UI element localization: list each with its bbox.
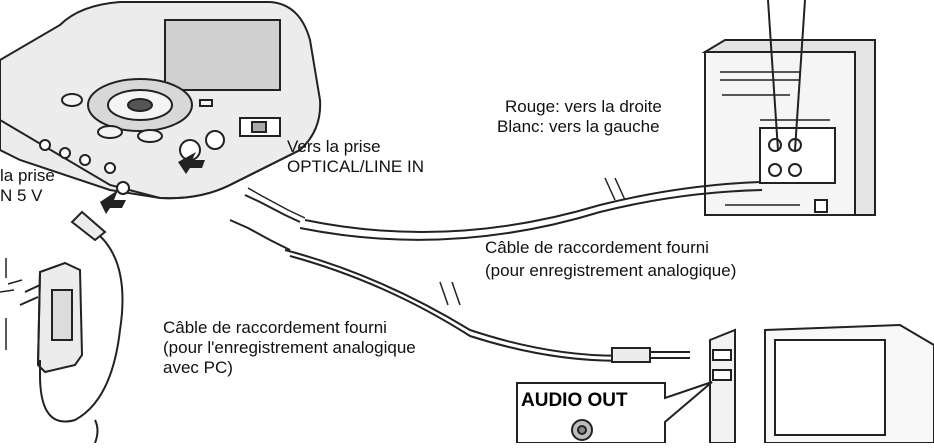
dc-in-label-line1: la prise bbox=[0, 166, 55, 185]
cable1-label-line1: Câble de raccordement fourni bbox=[485, 238, 709, 257]
plug-arrows bbox=[100, 152, 205, 214]
monitor-screen bbox=[774, 339, 886, 436]
dc-in-jack-icon bbox=[116, 181, 130, 195]
ac-adapter bbox=[0, 261, 84, 374]
cable1-label-line2: (pour enregistrement analogique) bbox=[485, 261, 737, 280]
optical-arrow-icon bbox=[178, 152, 205, 174]
dc-cable bbox=[39, 210, 124, 443]
dc-in-label-line2: N 5 V bbox=[0, 186, 43, 205]
optical-label-line1: Vers la prise bbox=[287, 137, 381, 156]
stereo-label-line1: Rouge: vers la droite bbox=[505, 97, 662, 116]
optical-label-line2: OPTICAL/LINE IN bbox=[287, 157, 424, 176]
md-recorder bbox=[0, 0, 322, 200]
cable2-label-line2: (pour l'enregistrement analogique bbox=[163, 338, 416, 357]
stereo-cable bbox=[244, 177, 763, 241]
pc-cable bbox=[229, 219, 690, 363]
cable2-label-line3: avec PC) bbox=[163, 358, 233, 377]
audio-out-callout bbox=[516, 381, 713, 443]
stereo-pointers bbox=[767, 0, 806, 151]
audio-out-label: AUDIO OUT bbox=[521, 390, 628, 411]
cable2-label-line1: Câble de raccordement fourni bbox=[163, 318, 387, 337]
stereo-label-line2: Blanc: vers la gauche bbox=[497, 117, 660, 136]
aux-in-jack-icon bbox=[768, 138, 782, 152]
aux-out-jack-icon bbox=[768, 163, 782, 177]
display-screen bbox=[164, 19, 281, 91]
stereo-system bbox=[701, 39, 876, 216]
computer bbox=[709, 323, 934, 443]
audio-out-box: AUDIO OUT bbox=[515, 378, 665, 448]
dc-arrow-icon bbox=[100, 190, 126, 214]
